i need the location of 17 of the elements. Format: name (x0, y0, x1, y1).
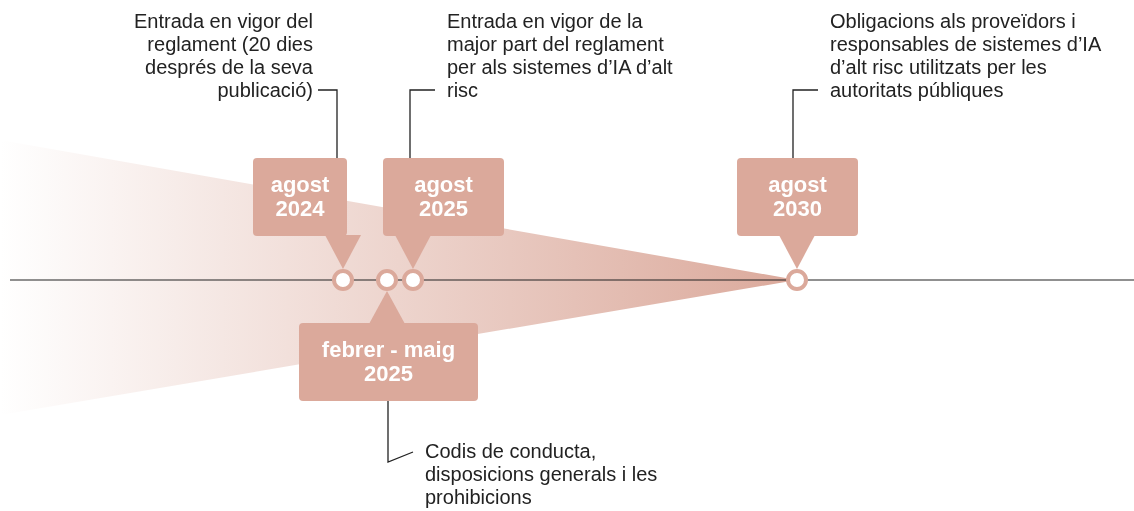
callout-pointer (779, 235, 815, 269)
callout-pointer (325, 235, 361, 269)
leader-line (409, 89, 436, 159)
timeline-marker (786, 269, 808, 291)
annotation-text: Codis de conducta, disposicions generals i les prohibicions (425, 440, 665, 509)
callout-pointer (395, 235, 431, 269)
leader-line (317, 89, 338, 159)
callout-pointer (369, 291, 405, 324)
date-callout: agost 2024 (253, 158, 347, 236)
annotation-text: Entrada en vigor del reglament (20 dies després de la seva publicació) (100, 10, 313, 102)
leader-line (387, 400, 414, 463)
date-callout: febrer - maig 2025 (299, 323, 478, 401)
annotation-text: Obligacions als proveïdors i responsables de sistemes d’IA d’alt risc utilitzats per les autoritats públiques (830, 10, 1115, 102)
date-callout: agost 2025 (383, 158, 504, 236)
leader-line (792, 89, 819, 159)
date-callout: agost 2030 (737, 158, 858, 236)
annotation-text: Entrada en vigor de la major part del reglament per als sistemes d’IA d’alt risc (447, 10, 682, 102)
